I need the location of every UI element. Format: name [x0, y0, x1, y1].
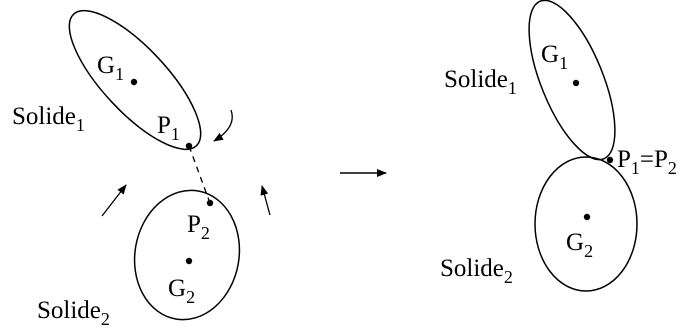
left-push-arrow — [101, 184, 127, 217]
left-p2-point — [206, 199, 214, 207]
left-p1-label: P1 — [157, 112, 180, 144]
right-contact-point — [606, 156, 614, 164]
left-scene: Solide1 G1 P1 P2 G2 Solide2 — [12, 9, 271, 329]
right-push-arrow — [260, 185, 271, 216]
right-g2-point — [583, 213, 591, 221]
left-solid2-label: Solide2 — [37, 297, 110, 329]
left-g2-point — [185, 257, 193, 265]
right-g2-label: G2 — [566, 229, 593, 261]
right-scene: Solide1 G1 P1=P2 G2 Solide2 — [440, 0, 677, 292]
right-solid1-ellipse — [528, 0, 616, 161]
right-solid2-ellipse — [534, 156, 638, 292]
right-g1-point — [572, 79, 580, 87]
left-solid1-ellipse — [68, 9, 202, 151]
contact-dashed-line — [188, 145, 211, 204]
left-solid2-ellipse — [133, 189, 241, 321]
right-g1-label: G1 — [541, 41, 568, 73]
left-g2-label: G2 — [168, 275, 195, 307]
left-g1-point — [130, 78, 138, 86]
left-p2-label: P2 — [187, 211, 210, 243]
left-p1-point — [185, 142, 193, 150]
right-solid1-label: Solide1 — [444, 66, 517, 98]
rotation-arrow — [213, 109, 233, 142]
right-contact-label: P1=P2 — [617, 146, 677, 178]
right-solid2-label: Solide2 — [440, 255, 513, 287]
left-g1-label: G1 — [97, 52, 124, 84]
left-solid1-label: Solide1 — [12, 103, 85, 135]
